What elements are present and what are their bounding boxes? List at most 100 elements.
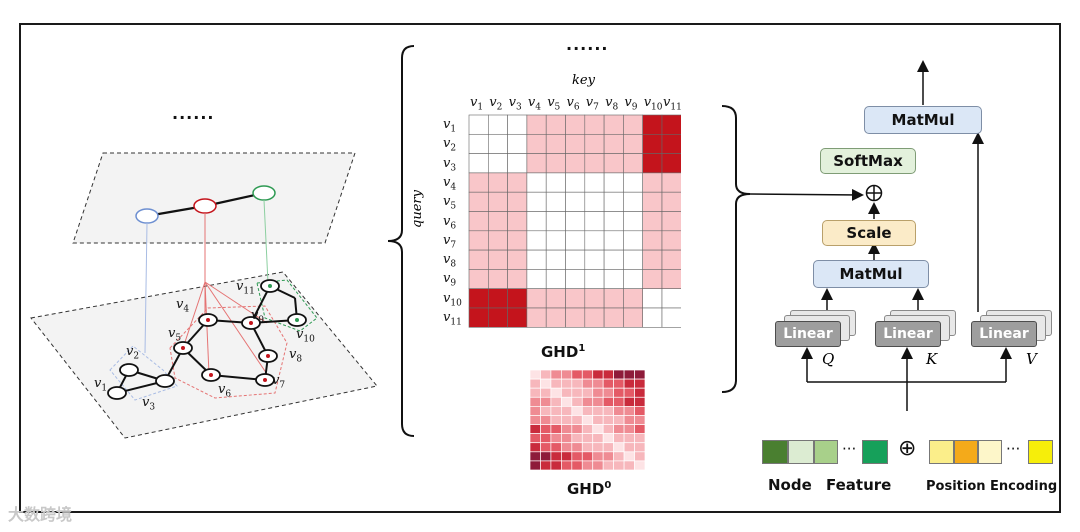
ghd1-cell [487,153,508,174]
node-feature-swatch-3 [814,440,838,464]
ghd1-cell [565,172,586,193]
ghd1-cell [468,249,489,270]
ghd0-cell [540,406,552,416]
ghd1-cell [584,288,605,309]
ghd1-cell [603,191,624,212]
ghd0-cell [540,370,552,380]
ghd0-cell [561,424,573,434]
ghd1-cell [565,288,586,309]
ghd1-col-label: v8 [605,95,619,113]
matmul-bottom-block: MatMul [813,260,929,288]
ghd0-cell [634,378,645,389]
ghd1-title: GHD1 [541,343,586,361]
ghd1-col-label: v9 [624,95,638,113]
ghd0-cell [540,460,552,470]
ghd0-cell [623,424,635,434]
ghd1-cell [584,153,605,174]
ghd1-row-label: v8 [443,252,457,270]
ghd1-cell [487,288,508,309]
ghd0-cell [634,370,645,380]
ghd1-cell [603,133,624,154]
ghd0-cell [550,387,562,398]
ghd0-cell [550,415,562,425]
ghd1-col-label: v2 [489,95,503,113]
ghd1-cell [642,307,663,328]
left-brace [387,45,415,437]
ghd1-cell [468,114,489,135]
ghd0-cell [550,460,562,470]
ghd0-cell [571,387,583,398]
ghd0-cell [561,378,573,389]
ghd0-cell [550,378,562,389]
ghd1-row-label: v4 [443,174,457,193]
node-label-v6: v6 [218,382,232,400]
ghd0-cell [634,396,645,407]
ghd1-cell [468,172,489,193]
ghd1-cell [526,211,547,232]
ghd1-cell [507,153,528,174]
ghd0-cell [571,406,583,416]
position-encoding-label: Position Encoding [926,479,1058,494]
ghd1-cell [487,211,508,232]
ghd0-cell [550,406,562,416]
ghd0-cell [592,406,604,416]
ghd0-cell [592,451,604,462]
ghd0-cell [540,424,552,434]
ghd1-cell [623,307,643,328]
ghd0-cell [561,387,573,398]
ghd0-cell [581,451,594,462]
ghd0-cell [634,433,645,444]
scale-block: Scale [822,220,916,246]
ghd1-cell [545,288,566,309]
ghd1-cell [507,230,528,251]
ghd1-cell [565,307,586,328]
ghd1-cell [526,307,547,328]
node-label-word: Node [768,476,812,494]
ghd0-cell [602,424,614,434]
ghd1-cell [661,133,681,154]
ghd0-cell [530,406,541,416]
feature-label-word: Feature [826,476,892,494]
position-swatch-3 [978,440,1002,464]
ghd0-cell [613,442,625,453]
ghd0-cell [561,370,573,380]
ghd1-cell [584,249,605,270]
ghd1-row-label: v7 [443,232,457,251]
ghd0-cell [581,406,594,416]
ghd0-cell [550,433,562,444]
ghd1-cell [507,133,528,154]
ghd1-cell [526,153,547,174]
ghd1-cell [565,133,586,154]
ghd0-cell [623,370,635,380]
ghd0-cell [613,387,625,398]
ghd0-cell [613,406,625,416]
ghd0-cell [602,406,614,416]
ellipsis-left: ...... [172,104,215,123]
ghd0-cell [550,442,562,453]
ghd0-cell [561,406,573,416]
ghd1-row-label: v9 [443,271,457,289]
ghd1-cell [603,269,624,289]
ghd1-cell [487,191,508,212]
ghd0-cell [581,396,594,407]
query-label: query [410,190,425,228]
ghd1-cell [642,269,663,289]
ghd1-col-label: v7 [585,95,599,113]
ghd0-matrix [530,370,645,470]
ghd1-cell [603,211,624,232]
ghd0-cell [581,415,594,425]
ghd1-row-label: v10 [443,290,462,309]
ghd0-cell [592,387,604,398]
ghd0-cell [623,387,635,398]
node-label-v4: v4 [176,297,190,315]
ghd1-col-label: v5 [547,95,561,113]
ghd0-cell [540,433,552,444]
node-feature-dots: ··· [842,440,857,458]
ghd0-cell [613,433,625,444]
ghd0-cell [571,451,583,462]
ghd1-cell [642,249,663,270]
ghd0-cell [602,378,614,389]
ghd1-cell [526,288,547,309]
ghd0-cell [571,442,583,453]
figure-frame [19,23,1061,513]
